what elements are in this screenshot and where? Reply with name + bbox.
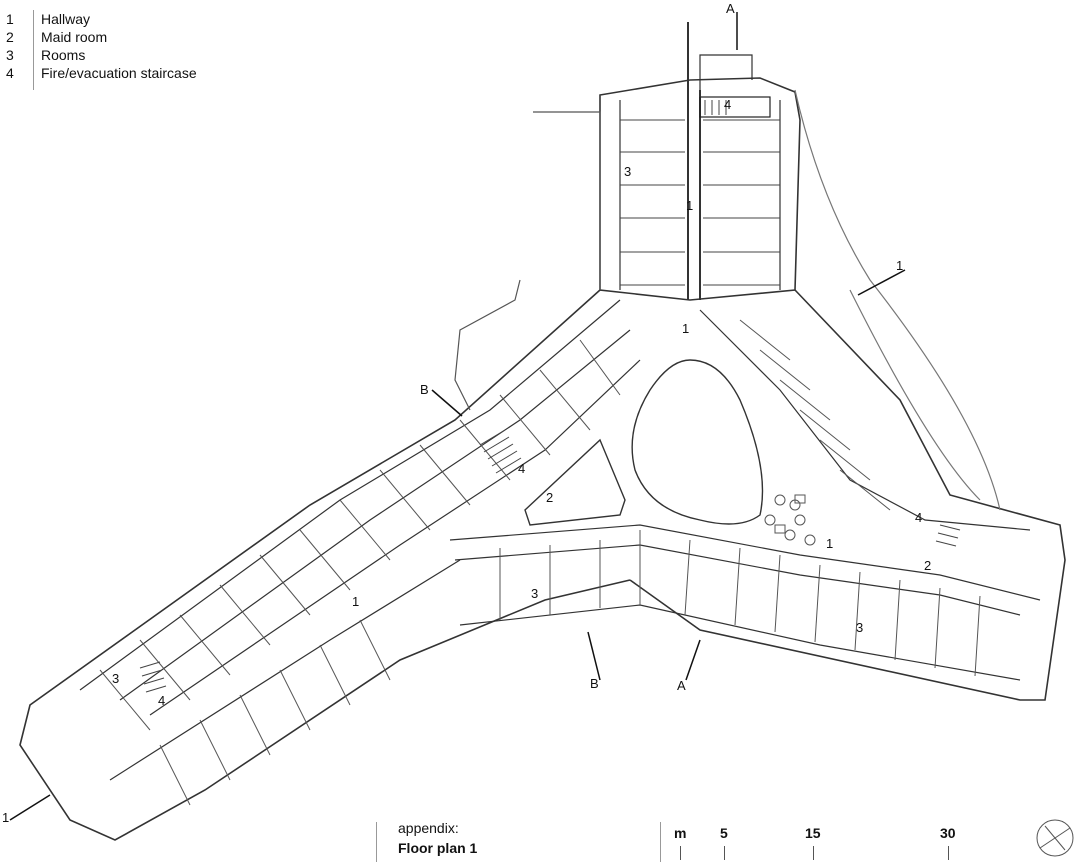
plan-label-rooms: 3 bbox=[624, 164, 631, 179]
plan-label-hallway: 1 bbox=[826, 536, 833, 551]
appendix-divider bbox=[376, 822, 377, 862]
plan-label-hallway: 1 bbox=[682, 321, 689, 336]
east-wing bbox=[449, 89, 1066, 701]
plan-label-maid: 2 bbox=[546, 490, 553, 505]
section-marker-a-bottom: A bbox=[677, 678, 686, 693]
scale-bar: m 5 15 30 bbox=[660, 820, 960, 865]
legend-divider bbox=[33, 10, 34, 90]
scale-mark: 15 bbox=[805, 825, 821, 841]
plan-label-hallway: 1 bbox=[352, 594, 359, 609]
plan-label-hallway: 1 bbox=[686, 198, 693, 213]
section-marker-1-right: 1 bbox=[896, 258, 903, 273]
plan-label-stairs: 4 bbox=[724, 97, 731, 112]
plan-label-stairs: 4 bbox=[518, 461, 525, 476]
maid-room-core bbox=[524, 438, 626, 526]
legend-item: 1 Hallway bbox=[6, 10, 197, 28]
section-marker-b-bottom: B bbox=[590, 676, 599, 691]
legend-label: Maid room bbox=[41, 29, 108, 45]
section-cut-lines bbox=[9, 12, 906, 821]
legend: 1 Hallway 2 Maid room 3 Rooms 4 Fire/eva… bbox=[6, 10, 197, 90]
plan-label-rooms: 3 bbox=[112, 671, 119, 686]
north-arrow-icon bbox=[1036, 819, 1074, 857]
scale-unit: m bbox=[674, 825, 687, 841]
legend-number: 1 bbox=[6, 11, 14, 27]
plan-label-rooms: 3 bbox=[856, 620, 863, 635]
plan-label-stairs: 4 bbox=[158, 693, 165, 708]
legend-label: Hallway bbox=[41, 11, 91, 27]
legend-label: Fire/evacuation staircase bbox=[41, 65, 197, 81]
appendix-label: appendix: bbox=[398, 820, 459, 836]
legend-label: Rooms bbox=[41, 47, 86, 63]
north-wing bbox=[599, 22, 801, 301]
scale-tick bbox=[948, 846, 949, 860]
west-wing bbox=[19, 111, 641, 841]
staircase-hatching bbox=[139, 100, 961, 693]
section-marker-b-left: B bbox=[420, 382, 429, 397]
drawing-title: Floor plan 1 bbox=[398, 840, 478, 856]
scale-divider bbox=[660, 822, 661, 862]
legend-item: 2 Maid room bbox=[6, 28, 197, 46]
legend-item: 4 Fire/evacuation staircase bbox=[6, 64, 197, 82]
scale-mark: 30 bbox=[940, 825, 956, 841]
section-marker-a-top: A bbox=[726, 1, 735, 16]
scale-tick bbox=[813, 846, 814, 860]
legend-number: 2 bbox=[6, 29, 14, 45]
scale-tick bbox=[724, 846, 725, 860]
legend-number: 3 bbox=[6, 47, 14, 63]
central-courtyard bbox=[631, 359, 764, 525]
plan-label-rooms: 3 bbox=[531, 586, 538, 601]
plan-label-maid: 2 bbox=[924, 558, 931, 573]
legend-item: 3 Rooms bbox=[6, 46, 197, 64]
scale-tick bbox=[680, 846, 681, 860]
section-marker-1-left: 1 bbox=[2, 810, 9, 825]
plan-label-stairs: 4 bbox=[915, 510, 922, 525]
legend-number: 4 bbox=[6, 65, 14, 81]
lounge-furniture bbox=[764, 494, 816, 546]
scale-mark: 5 bbox=[720, 825, 728, 841]
